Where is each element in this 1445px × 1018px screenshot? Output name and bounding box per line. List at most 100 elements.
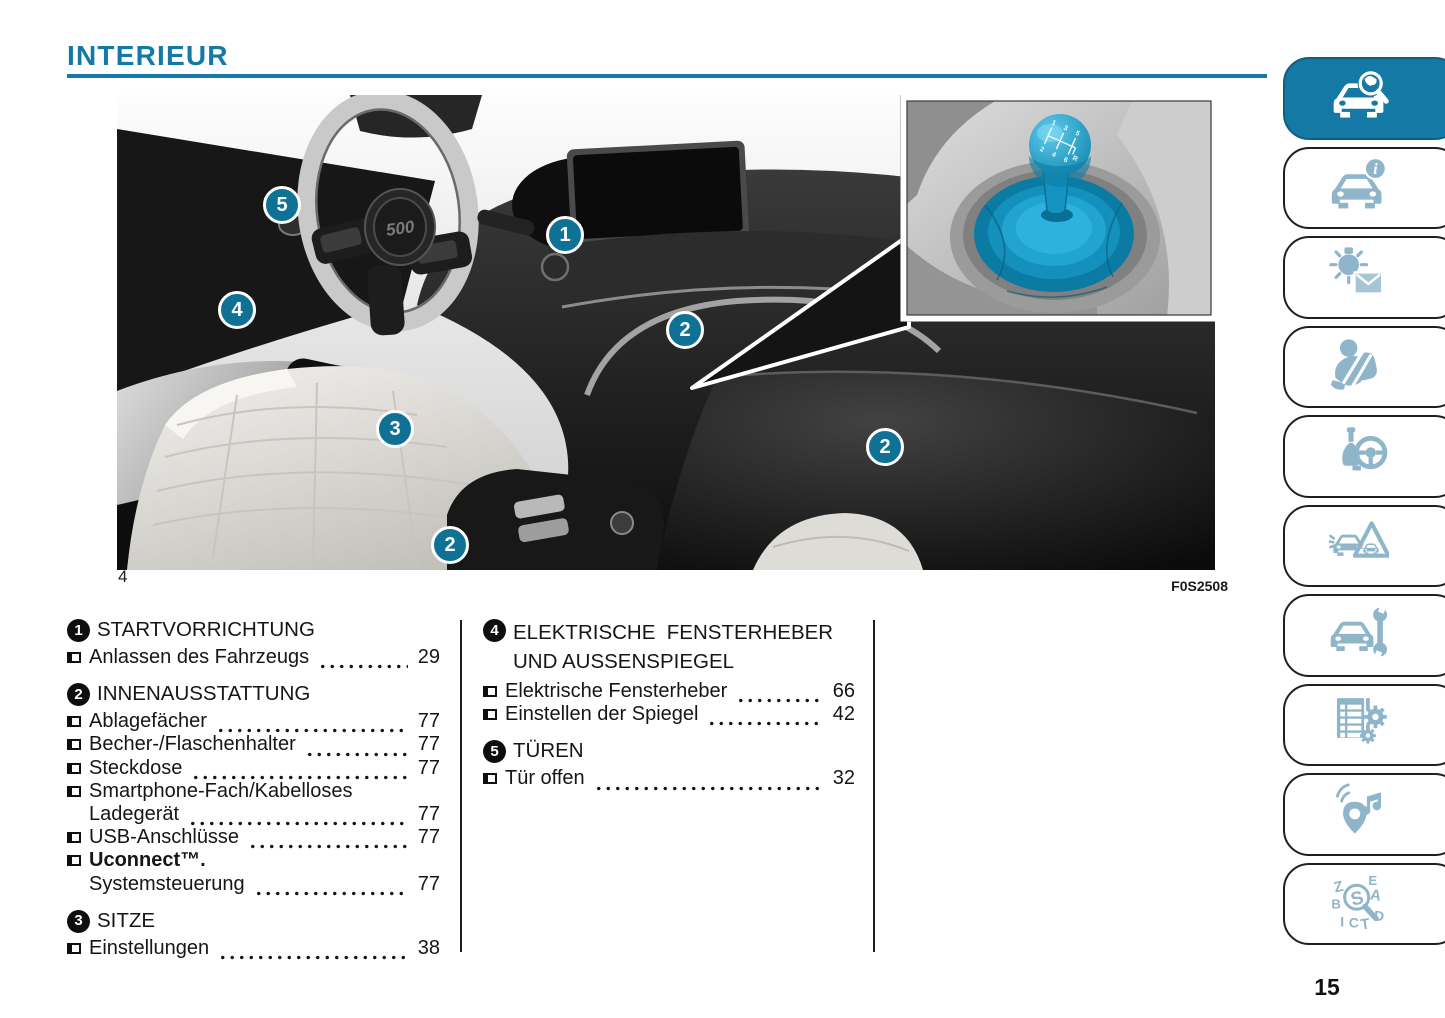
page-number: 15: [1314, 974, 1340, 1000]
sidebar-tab-car-search[interactable]: [1283, 57, 1445, 140]
gear-shifter-inset: 1 3 5 2 4 6 R: [906, 100, 1212, 316]
svg-text:S: S: [1348, 887, 1365, 910]
figure-number: 4: [118, 567, 128, 586]
toc-item-label: USB-Anschlüsse: [89, 826, 240, 849]
checkbox-bullet-icon: [67, 855, 81, 867]
toc-page-number: 38: [417, 936, 440, 959]
toc-item-label: Becher-/Flaschenhalter: [89, 733, 296, 756]
toc-item-label: Steckdose: [89, 756, 183, 779]
checkbox-bullet-icon: [67, 832, 81, 844]
title-underline: [67, 74, 1267, 78]
callout-5: 5: [263, 186, 301, 224]
toc-page-number: 77: [417, 826, 440, 849]
toc-page-number: 29: [417, 646, 440, 668]
toc-item[interactable]: Smartphone-Fach/Kabelloses: [67, 780, 440, 803]
section-number-badge: 3: [67, 909, 90, 933]
svg-text:E: E: [1368, 873, 1377, 888]
emergency-triangle-icon: [1328, 513, 1391, 578]
section-title: TÜREN: [513, 739, 584, 763]
dot-leader: [213, 710, 408, 734]
sidebar-tab-gearshift-steering[interactable]: [1283, 415, 1445, 498]
section-title: INNENAUSSTATTUNG: [97, 682, 311, 706]
dot-leader: [251, 872, 408, 896]
toc-item[interactable]: Anlassen des Fahrzeugs 29: [67, 646, 440, 670]
section-number-badge: 1: [67, 619, 90, 642]
svg-text:4: 4: [1050, 151, 1057, 159]
svg-text:A: A: [1369, 886, 1383, 905]
toc-page-number: 42: [832, 703, 855, 726]
section-number-badge: 5: [483, 740, 506, 764]
sidebar-tab-car-info[interactable]: i: [1283, 146, 1445, 229]
toc-item-label: Smartphone-Fach/Kabelloses: [89, 779, 353, 802]
svg-text:5: 5: [1074, 130, 1081, 138]
svg-text:I: I: [1340, 914, 1344, 930]
svg-text:R: R: [1071, 155, 1078, 163]
sidebar-tab-warning-lamp-mail[interactable]: [1283, 236, 1445, 319]
toc-item[interactable]: Uconnect™.: [67, 849, 440, 872]
toc-item-label: Elektrische Fensterheber: [505, 680, 728, 702]
toc-item-label: Systemsteuerung: [89, 872, 245, 895]
sidebar-tab-technical-data[interactable]: [1283, 683, 1445, 766]
toc-page-number: 77: [417, 872, 440, 895]
sidebar-tab-seatbelt-safety[interactable]: [1283, 325, 1445, 408]
toc-item[interactable]: Becher-/Flaschenhalter 77: [67, 733, 440, 757]
column-divider: [873, 620, 875, 952]
svg-text:Z: Z: [1332, 878, 1345, 897]
car-search-icon: [1329, 66, 1389, 131]
toc-item[interactable]: Systemsteuerung 77: [67, 872, 440, 896]
toc-item[interactable]: Elektrische Fensterheber 66: [483, 680, 855, 704]
checkbox-bullet-icon: [67, 739, 81, 751]
svg-text:2: 2: [1039, 146, 1046, 154]
toc-page-number: 66: [832, 680, 855, 702]
toc-item-label: Tür offen: [505, 767, 585, 790]
section-number-badge: 2: [67, 683, 90, 707]
dot-leader: [189, 756, 408, 780]
toc-item[interactable]: Steckdose 77: [67, 756, 440, 780]
toc-section-header: 5 TÜREN: [483, 739, 855, 764]
svg-text:6: 6: [1062, 156, 1069, 164]
toc-column-left: 1 STARTVORRICHTUNG Anlassen des Fahrzeugs 2…: [67, 618, 440, 961]
checkbox-bullet-icon: [483, 709, 497, 721]
toc-page-number: 32: [832, 767, 855, 790]
callout-3: 3: [376, 410, 414, 448]
checkbox-bullet-icon: [483, 773, 497, 785]
figure-image-code: F0S2508: [1171, 578, 1228, 594]
toc-item[interactable]: Tür offen 32: [483, 767, 855, 791]
callout-1: 1: [546, 216, 584, 254]
checkbox-bullet-icon: [483, 686, 497, 697]
checkbox-bullet-icon: [67, 652, 81, 663]
column-divider: [460, 620, 462, 952]
section-number-badge: 4: [483, 619, 506, 642]
dot-leader: [705, 703, 823, 727]
dot-leader: [216, 936, 408, 961]
dot-leader: [591, 767, 823, 791]
svg-text:i: i: [1373, 161, 1378, 178]
checkbox-bullet-icon: [67, 785, 81, 797]
svg-text:500: 500: [385, 217, 416, 240]
svg-text:3: 3: [1062, 125, 1069, 133]
toc-item[interactable]: USB-Anschlüsse 77: [67, 826, 440, 850]
toc-section-header: 1 STARTVORRICHTUNG: [67, 618, 440, 642]
interior-photo: 500: [117, 95, 1215, 570]
svg-text:C: C: [1349, 915, 1359, 931]
sidebar-tab-multimedia[interactable]: [1283, 773, 1445, 856]
section-title: STARTVORRICHTUNG: [97, 618, 315, 641]
page-title: INTERIEUR: [67, 40, 229, 71]
toc-section: 5 TÜREN Tür offen 32: [483, 739, 855, 791]
sidebar-tab-car-service[interactable]: [1283, 594, 1445, 677]
toc-item-label: Anlassen des Fahrzeugs: [89, 646, 310, 668]
svg-text:1: 1: [1050, 119, 1057, 127]
toc-page-number: 77: [417, 756, 440, 779]
sidebar-tab-emergency-triangle[interactable]: [1283, 504, 1445, 587]
callout-4: 4: [218, 291, 256, 329]
toc-page-number: 77: [417, 733, 440, 756]
toc-page-number: 77: [417, 710, 440, 733]
